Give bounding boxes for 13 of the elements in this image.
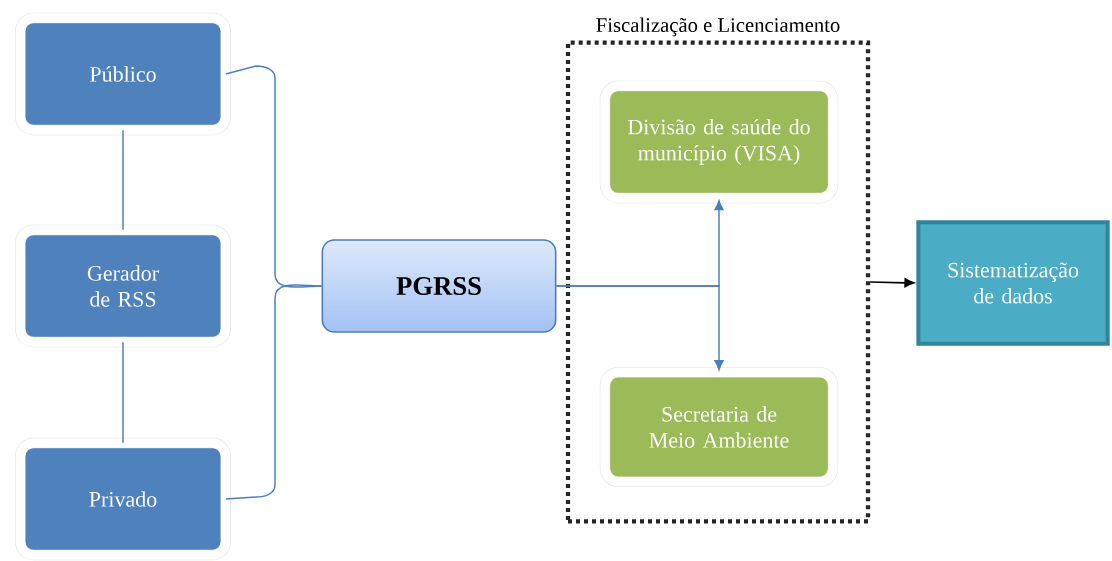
connector <box>122 341 124 444</box>
agency-box: Divisão de saúde do município (VISA) <box>599 80 839 204</box>
connector <box>225 284 323 500</box>
output-box: Sistematização de dados <box>916 220 1110 346</box>
connector <box>555 285 724 371</box>
process-box: Privado <box>15 437 231 561</box>
process-box: Gerador de RSS <box>15 224 231 348</box>
process-box: Público <box>15 12 231 136</box>
connector <box>122 129 124 231</box>
connector <box>869 278 915 288</box>
plan-box: PGRSS <box>321 239 557 333</box>
group-heading: Fiscalização e Licenciamento <box>596 17 840 37</box>
agency-box: Secretaria de Meio Ambiente <box>599 367 839 487</box>
